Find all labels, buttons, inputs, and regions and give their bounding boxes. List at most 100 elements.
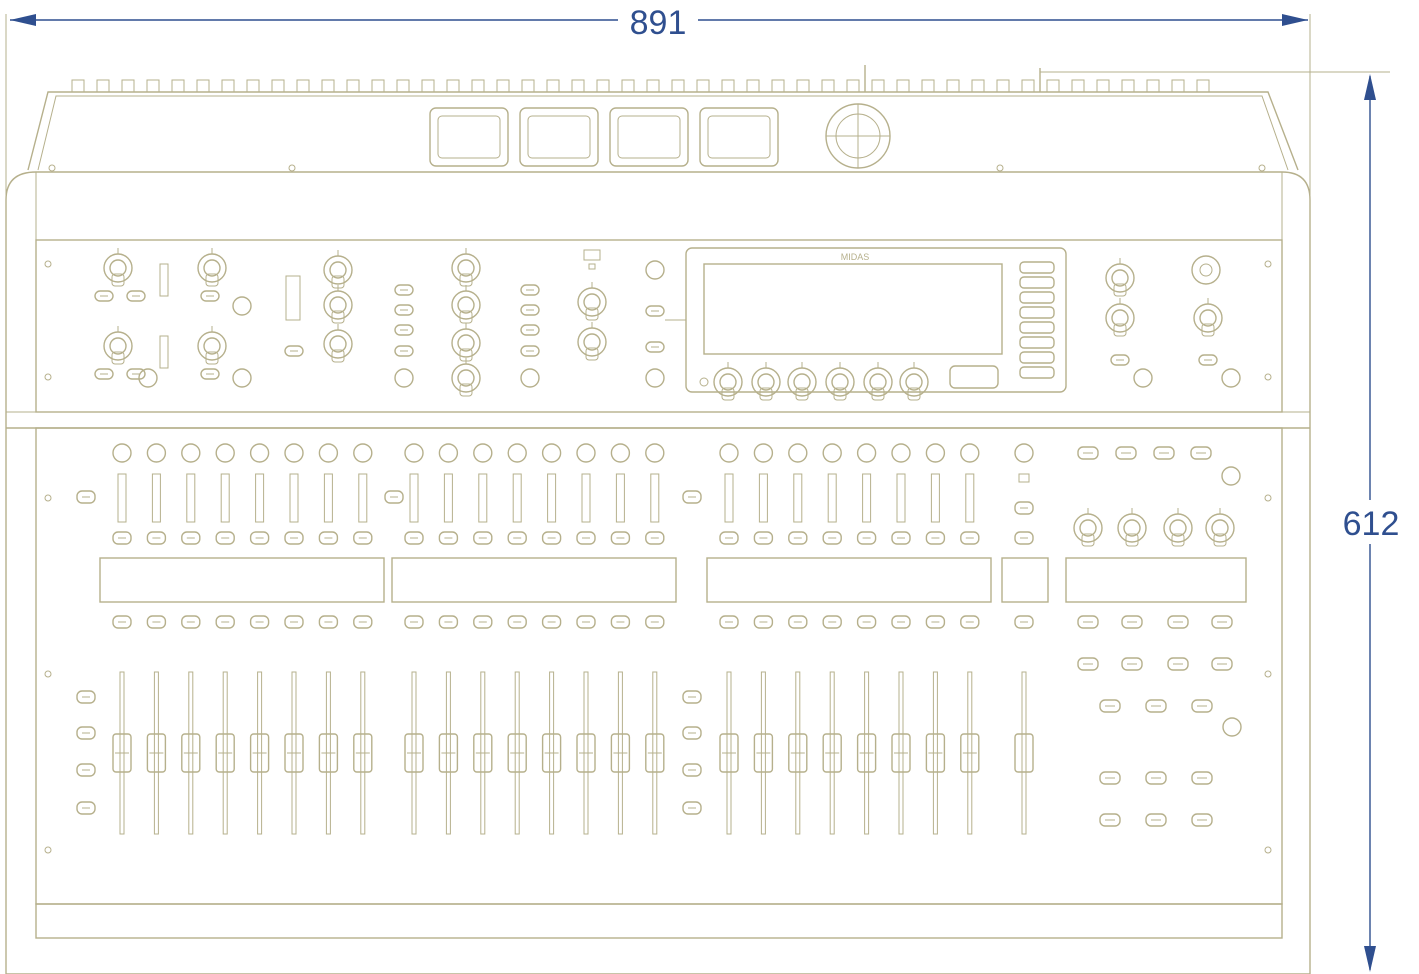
eq-side-button — [645, 305, 665, 317]
console-body — [5, 65, 1311, 974]
knob-cap — [1079, 519, 1097, 537]
connector — [1171, 79, 1185, 93]
button-outline — [520, 324, 540, 336]
button-outline — [1211, 615, 1233, 629]
meter-bridge-inner — [37, 95, 1289, 171]
mini-meter — [159, 335, 169, 369]
solo-button — [576, 531, 596, 545]
button-outline — [541, 615, 562, 629]
connector — [896, 79, 910, 93]
screen-encoder — [751, 362, 781, 401]
button-outline — [682, 801, 702, 815]
mute-button — [146, 615, 167, 629]
fader-cap — [318, 733, 339, 773]
knob-cap — [869, 373, 887, 391]
button-outline — [284, 345, 304, 357]
select-button — [960, 443, 980, 463]
knob-cap — [1211, 519, 1229, 537]
button-outline — [200, 368, 220, 380]
screw — [44, 373, 52, 381]
button-outline — [404, 615, 424, 629]
knob-cap — [329, 296, 347, 314]
knob-ring — [1105, 263, 1135, 293]
knob-shaft — [459, 383, 473, 397]
fader-cap — [146, 733, 167, 773]
logo-letter — [519, 107, 599, 167]
knob-cap — [457, 334, 475, 352]
fader-cap — [925, 733, 946, 773]
knob-ring — [1205, 513, 1235, 543]
knob-shaft — [833, 387, 847, 401]
logo-letter-inner — [617, 115, 681, 159]
button-outline — [76, 490, 96, 504]
width-label-bg — [618, 2, 698, 42]
usb-led — [588, 263, 596, 270]
channel-strip — [404, 443, 424, 835]
button-outline — [1190, 446, 1212, 460]
screw — [44, 260, 52, 268]
knob-ring — [451, 363, 481, 393]
connector — [1046, 79, 1060, 93]
connector — [446, 79, 460, 93]
button-outline — [645, 531, 665, 545]
assign-button — [1153, 446, 1175, 460]
layer-button — [384, 490, 404, 504]
eq-button — [520, 324, 540, 336]
layer-button — [682, 726, 702, 740]
connector — [346, 79, 360, 93]
fader-cap — [112, 733, 132, 773]
select-button — [215, 443, 235, 463]
screw — [1264, 670, 1272, 678]
button-outline — [126, 290, 146, 302]
fader-cap — [215, 733, 235, 773]
button-outline — [1099, 813, 1121, 827]
button-outline — [1167, 657, 1189, 671]
screw — [44, 494, 52, 502]
solo-button — [891, 531, 911, 545]
button-outline — [394, 284, 414, 296]
scribble-strip — [1001, 557, 1049, 603]
assign-button — [1115, 446, 1137, 460]
usb-port — [583, 249, 601, 261]
preamp-button — [126, 290, 146, 302]
display-logo: MIDAS — [841, 252, 870, 262]
preamp-round-button — [138, 368, 158, 388]
screen-encoder — [713, 362, 743, 401]
knob-cap — [203, 337, 221, 355]
fader-cap — [645, 733, 665, 773]
connector — [796, 79, 810, 93]
mini-meter — [159, 263, 169, 297]
button-outline — [520, 304, 540, 316]
eq-knob — [451, 358, 481, 397]
xlr-talkback-socket — [1191, 255, 1221, 285]
button-outline — [520, 345, 540, 357]
connector — [421, 79, 435, 93]
solo-button — [473, 531, 493, 545]
mute-button — [353, 615, 373, 629]
button-outline — [891, 615, 911, 629]
connector — [146, 79, 160, 93]
preamp-knob — [197, 326, 227, 365]
brand-logo — [429, 103, 891, 169]
knob-shaft — [907, 387, 921, 401]
user-button — [1167, 657, 1189, 671]
fader-cap — [473, 733, 493, 773]
solo-button — [541, 531, 562, 545]
knob-shaft — [871, 387, 885, 401]
button-outline — [682, 690, 702, 704]
knob-shaft — [205, 351, 219, 365]
assign-knob — [1163, 508, 1193, 547]
eq-round-button — [394, 368, 414, 388]
headphone-led — [699, 377, 709, 387]
connector — [696, 79, 710, 93]
button-outline — [181, 615, 201, 629]
knob-shaft — [1081, 533, 1095, 547]
channel-meter — [358, 473, 368, 523]
select-button — [822, 443, 842, 463]
master-fader-track — [1021, 671, 1027, 835]
button-outline — [1014, 531, 1034, 545]
select-button — [541, 443, 562, 463]
knob-cap — [1111, 309, 1129, 327]
preamp-button — [94, 290, 114, 302]
button-outline — [146, 615, 167, 629]
